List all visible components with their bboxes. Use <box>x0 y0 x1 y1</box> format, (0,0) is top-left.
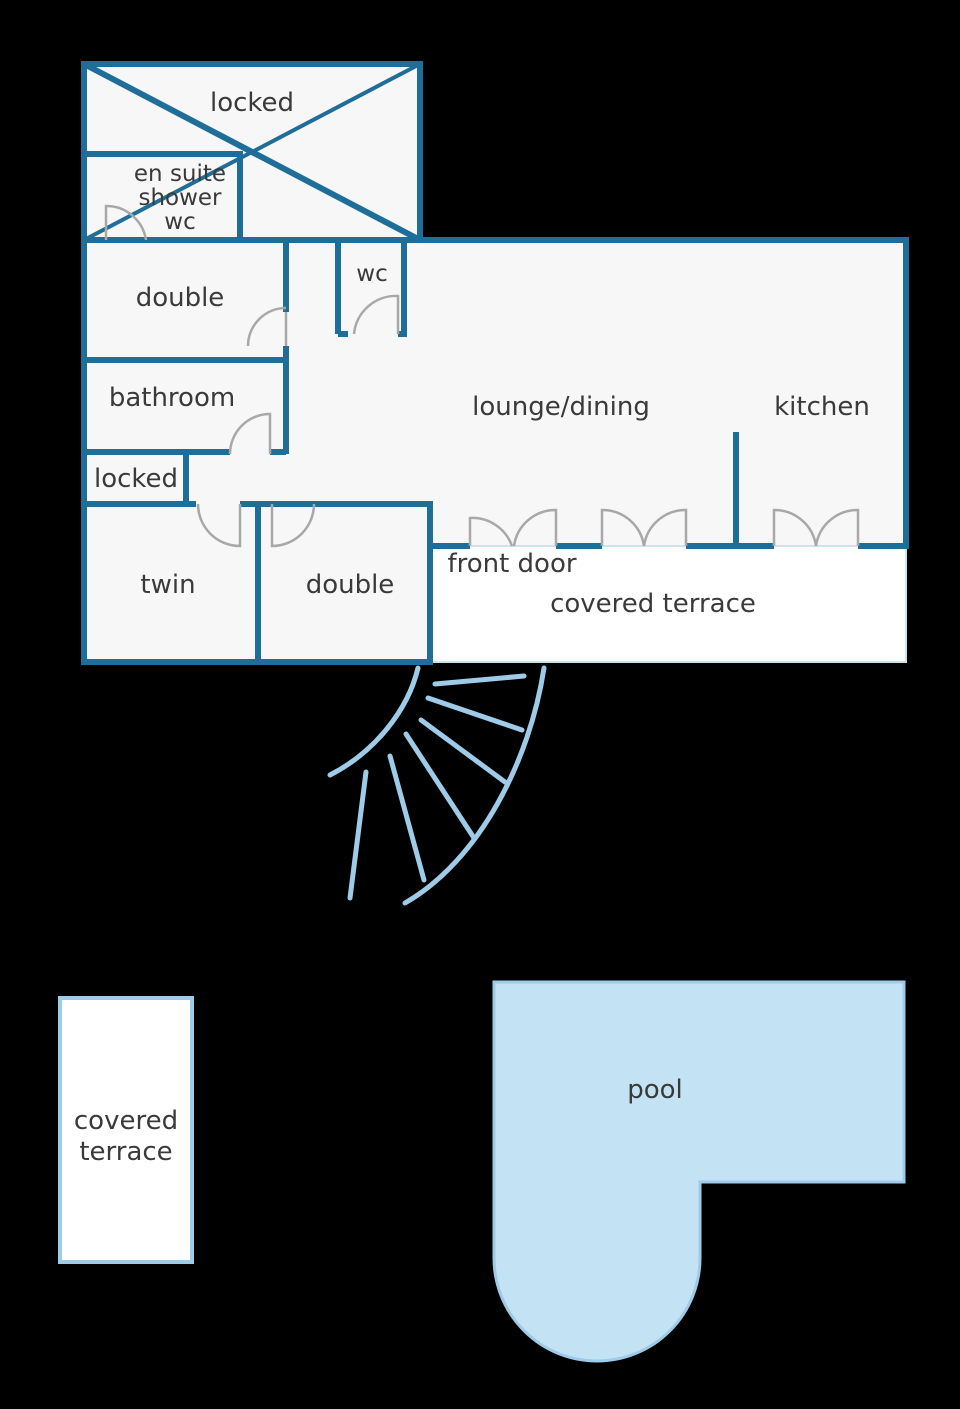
front-door-2 <box>600 508 688 547</box>
label-covered-terrace-side-1: covered <box>74 1106 178 1136</box>
label-locked-top: locked <box>210 88 294 118</box>
label-pool: pool <box>627 1075 683 1105</box>
door-en-suite <box>104 204 148 241</box>
label-shower: shower <box>138 185 222 211</box>
label-wc: wc <box>356 261 387 287</box>
front-door-1 <box>468 508 558 547</box>
door-wc <box>352 294 400 335</box>
door-double-lower <box>270 503 316 548</box>
covered-terrace-main <box>429 545 907 663</box>
label-locked-small: locked <box>94 464 178 494</box>
kitchen-door <box>772 508 860 547</box>
door-double-upper <box>246 306 288 347</box>
label-double-upper: double <box>136 283 225 313</box>
label-kitchen: kitchen <box>774 392 870 422</box>
door-twin <box>196 503 242 548</box>
label-en-suite: en suite <box>134 161 226 187</box>
door-bathroom <box>228 412 272 455</box>
label-covered-terrace-main: covered terrace <box>550 589 756 619</box>
walls <box>81 61 909 665</box>
label-front-door: front door <box>447 549 576 579</box>
label-double-lower: double <box>306 570 395 600</box>
label-bathroom: bathroom <box>109 383 235 413</box>
pool-shape <box>492 980 906 1363</box>
label-covered-terrace-side-2: terrace <box>79 1137 172 1167</box>
label-twin: twin <box>140 570 195 600</box>
covered-terrace-side <box>58 996 194 1264</box>
spiral-staircase <box>327 665 547 906</box>
label-en-suite-wc: wc <box>164 209 195 235</box>
label-lounge-dining: lounge/dining <box>472 392 650 422</box>
doors <box>104 204 860 548</box>
